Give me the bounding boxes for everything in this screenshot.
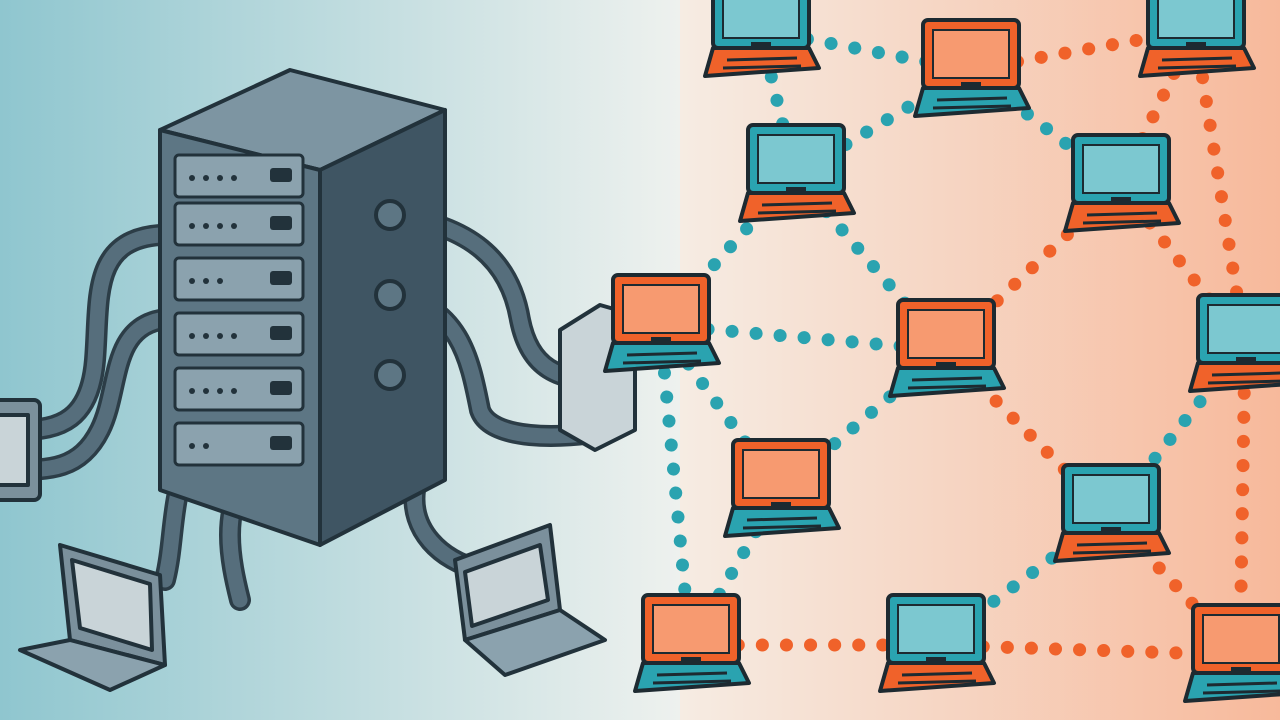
peer-laptop-icon [1138,0,1256,78]
server-led-dots [189,168,292,450]
server-drive-bays [173,153,305,467]
peer-laptop-icon [1053,463,1171,563]
peer-laptop-icon [1188,293,1280,393]
client-laptop-bottom-right [453,523,607,677]
peer-laptop-icon [703,0,821,78]
mesh-link [1188,23,1252,352]
mesh-link [1103,508,1247,662]
peer-laptop-icon [738,123,856,223]
peer-laptop-icon [633,593,751,693]
mesh-link [1233,338,1252,662]
peer-laptop-icon [888,298,1006,398]
peer-laptop-icon [1063,133,1181,233]
mesh-link [938,178,1127,357]
peer-laptop-icon [1183,603,1280,703]
client-laptop-left [0,398,42,502]
peer-laptop-icon [878,593,996,693]
client-laptop-bottom-left [18,543,167,692]
mesh-link [653,318,697,652]
mesh-link [963,63,1127,192]
server-rack [158,68,447,547]
peer-laptop-icon [723,438,841,538]
server-ports [374,199,406,391]
peer-laptop-icon [603,273,721,373]
mesh-nodes [603,0,1280,703]
peer-laptop-icon [913,18,1031,118]
